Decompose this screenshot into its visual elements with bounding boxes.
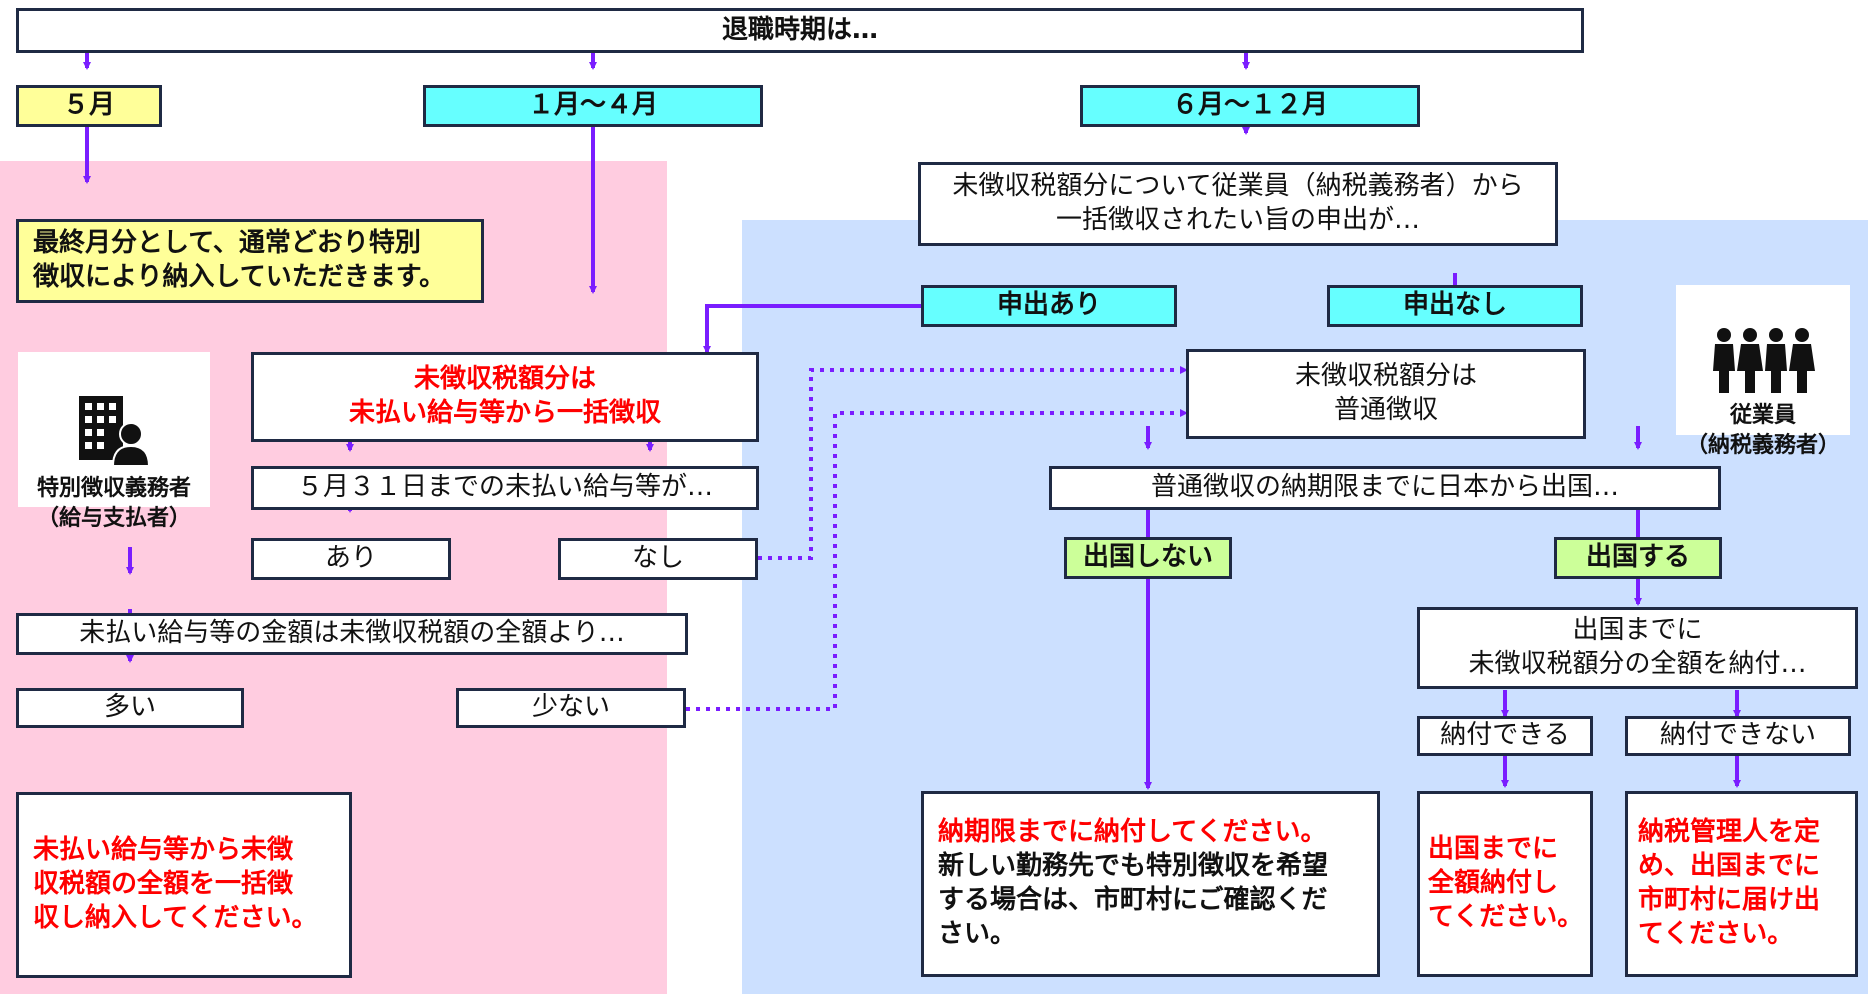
depart-no-result-note: 新しい勤務先でも特別徴収を希望 する場合は、市町村にご確認くだ さい。 [938, 851, 1329, 949]
depart-no-result-highlight: 納期限までに納付してください。 [938, 817, 1327, 848]
employer-card: 特別徴収義務者 （給与支払者） [18, 352, 210, 531]
amount-less: 少ない [456, 688, 686, 728]
pay-cannot: 納付できない [1625, 716, 1851, 756]
root-box: 退職時期は… [16, 8, 1584, 53]
amount-question: 未払い給与等の金額は未徴収税額の全額より… [16, 613, 688, 655]
depart-yes: 出国する [1554, 537, 1722, 579]
employee-card: 従業員 （納税義務者） [1676, 285, 1850, 458]
month-jun-dec: ６月～１２月 [1080, 85, 1420, 127]
regular-collection-box: 未徴収税額分は 普通徴収 [1186, 349, 1586, 439]
request-question: 未徴収税額分について従業員（納税義務者）から 一括徴収されたい旨の申出が… [918, 162, 1558, 246]
pay-can-result: 出国までに 全額納付し てください。 [1417, 791, 1593, 977]
employer-label: 特別徴収義務者 （給与支払者） [36, 476, 191, 532]
pay-question: 出国までに 未徴収税額分の全額を納付… [1417, 607, 1858, 689]
unpaid-question: ５月３１日までの未払い給与等が… [251, 466, 759, 510]
month-jan-apr: １月～４月 [423, 85, 763, 127]
depart-question: 普通徴収の納期限までに日本から出国… [1049, 466, 1721, 510]
depart-no-result: 納期限までに納付してください。 新しい勤務先でも特別徴収を希望 する場合は、市町… [921, 791, 1380, 977]
depart-no: 出国しない [1064, 537, 1232, 579]
building-person-icon [79, 395, 151, 467]
pay-cannot-result: 納税管理人を定 め、出国までに 市町村に届け出 てください。 [1625, 791, 1858, 977]
request-yes: 申出あり [921, 285, 1177, 327]
unpaid-yes: あり [251, 538, 451, 580]
employee-label: 従業員 （納税義務者） [1685, 403, 1840, 459]
amount-more-result: 未払い給与等から未徴 収税額の全額を一括徴 収し納入してください。 [16, 792, 352, 978]
may-result: 最終月分として、通常どおり特別 徴収により納入していただきます。 [16, 219, 484, 303]
month-may: ５月 [16, 85, 162, 127]
request-no: 申出なし [1327, 285, 1583, 327]
lump-sum-box: 未徴収税額分は 未払い給与等から一括徴収 [251, 352, 759, 442]
unpaid-no: なし [558, 538, 758, 580]
people-group-icon [1713, 327, 1815, 393]
amount-more: 多い [16, 688, 244, 728]
pay-can: 納付できる [1417, 716, 1593, 756]
